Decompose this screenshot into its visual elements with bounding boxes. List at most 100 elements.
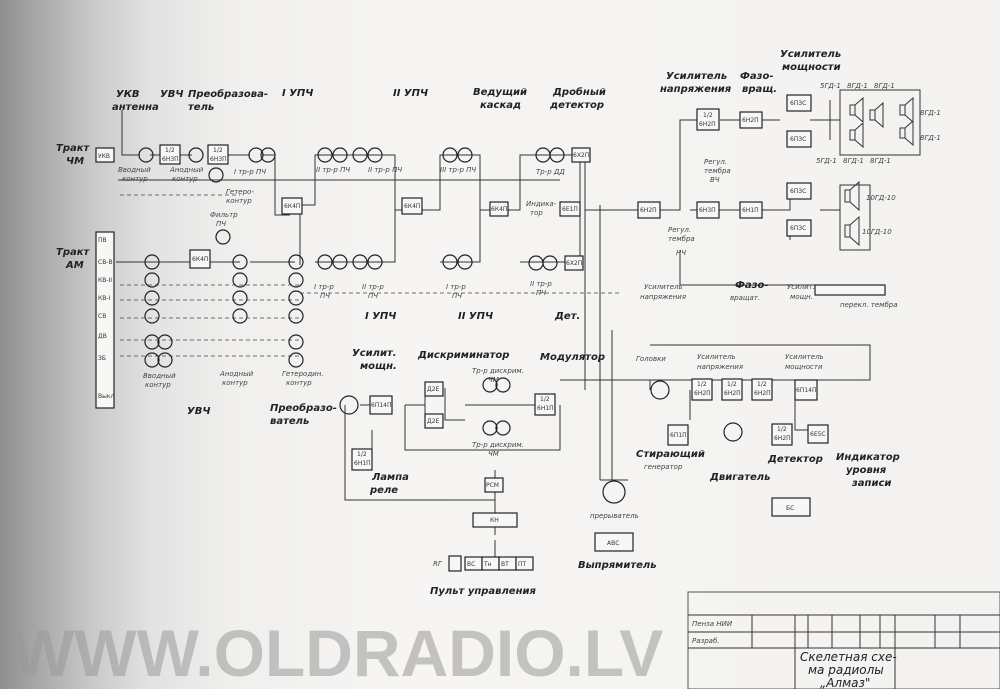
label: 1/2 xyxy=(757,381,767,388)
label: ЧМ xyxy=(488,450,499,458)
band-key-label[interactable]: Выкл xyxy=(98,393,114,400)
band-key-label[interactable]: КВ-I xyxy=(98,295,111,302)
am-if-coil-icon xyxy=(352,254,368,270)
label: 6Н2П xyxy=(694,390,711,397)
label: тембра xyxy=(668,235,695,243)
label: Индика- xyxy=(526,200,557,208)
am-input-coils xyxy=(144,254,173,368)
band-key-label[interactable]: ДВ xyxy=(98,333,107,340)
band-key-label[interactable]: СВ xyxy=(98,313,106,320)
label: контур xyxy=(145,381,171,389)
label: вращ. xyxy=(742,84,777,95)
label: 6П14П xyxy=(371,402,391,409)
label: 6П14П xyxy=(796,387,816,394)
label: 6П1П xyxy=(670,432,687,439)
band-key-label[interactable]: ЗБ xyxy=(98,355,106,362)
label: Усилитель xyxy=(785,353,824,361)
ratio-trans-coil-icon xyxy=(542,255,558,271)
label: УВЧ xyxy=(187,406,210,417)
tube-block xyxy=(771,497,811,517)
ratio-trans-coil-icon xyxy=(528,255,544,271)
label: ВС xyxy=(467,561,475,568)
label: Вводный xyxy=(143,372,176,380)
label: 6Е1П xyxy=(562,206,578,213)
tube-block xyxy=(687,591,1000,689)
label: 1/2 xyxy=(357,451,367,458)
label: Вводный xyxy=(118,166,151,174)
schematic-line xyxy=(344,390,810,565)
schematic-line xyxy=(595,119,840,480)
label: АВС xyxy=(607,540,619,547)
tube-block xyxy=(771,423,793,446)
power-level-control-icon xyxy=(339,395,359,415)
label: ПЧ xyxy=(452,292,462,300)
am-if-coil-icon xyxy=(457,254,473,270)
schematic-line xyxy=(144,272,160,288)
label: контур xyxy=(226,197,252,205)
label: Фазо- xyxy=(735,280,769,291)
label: Преобразова- xyxy=(188,88,268,100)
label: 6Н2П xyxy=(742,117,759,124)
label: 6Н1П xyxy=(354,460,371,467)
tube-block xyxy=(794,379,818,401)
label: Тр-р ДД xyxy=(536,168,565,176)
label: напряжения xyxy=(697,363,743,371)
tone-switch-block[interactable] xyxy=(814,284,886,296)
label: перекл. тембра xyxy=(840,301,898,309)
label: Модулятор xyxy=(540,352,605,363)
tube-block xyxy=(534,393,556,416)
tube-block xyxy=(751,378,773,401)
label: ВТ xyxy=(501,561,509,568)
label: УВЧ xyxy=(160,89,183,100)
am-if-coil-icon xyxy=(442,254,458,270)
schematic-line xyxy=(288,290,304,306)
label: Стирающий xyxy=(636,449,705,460)
tube-block xyxy=(401,197,423,215)
tube-block xyxy=(594,532,634,552)
label: контур xyxy=(286,379,312,387)
label: II тр-р ПЧ xyxy=(368,166,402,174)
tube-block xyxy=(489,201,509,217)
title-block: Пенза НИИ Разраб. Скелетная схе- ма ради… xyxy=(687,591,1000,689)
label: ма радиолы xyxy=(808,663,884,677)
coils xyxy=(138,147,743,504)
tube-block xyxy=(786,182,812,200)
label: Усилит. xyxy=(352,348,397,359)
tube-block xyxy=(424,381,444,397)
tube-block xyxy=(696,108,720,131)
label: АМ xyxy=(65,260,84,271)
label: контур xyxy=(122,175,148,183)
band-key-label[interactable]: СВ-В xyxy=(98,259,113,266)
label: ПЧ xyxy=(320,292,330,300)
band-key-label[interactable]: ПВ xyxy=(98,237,107,244)
band-key-label[interactable]: КВ-II xyxy=(98,277,112,284)
label: ЧМ xyxy=(488,376,499,384)
schematic-line xyxy=(288,308,304,324)
label: 6П3С xyxy=(790,188,806,195)
kn-switch[interactable] xyxy=(472,512,518,528)
label: 8ГД-1 xyxy=(843,157,864,165)
tube-block xyxy=(369,395,393,415)
label: 6Е5С xyxy=(810,431,826,438)
if-trans-coil-icon xyxy=(248,147,264,163)
label: Усилитель xyxy=(644,283,683,291)
schematic-line xyxy=(288,334,304,350)
label: БС xyxy=(786,505,794,512)
label: Гетеро- xyxy=(226,188,254,196)
schematic-line xyxy=(839,89,921,251)
schematic-line xyxy=(157,352,173,368)
label: RГ xyxy=(433,560,443,568)
schematic-line xyxy=(288,352,304,368)
label: 8ГД-1 xyxy=(847,82,868,90)
band-key[interactable] xyxy=(95,147,115,163)
label: генератор xyxy=(644,463,683,471)
label: III тр-р ПЧ xyxy=(440,166,476,174)
motor-icon xyxy=(723,422,743,442)
tube-block xyxy=(786,94,812,112)
label: 6П3С xyxy=(790,136,806,143)
tube-block xyxy=(691,378,713,401)
wiring xyxy=(116,89,921,565)
schematic-line xyxy=(144,334,160,350)
panel-key[interactable] xyxy=(515,556,534,571)
label: мощности xyxy=(785,363,823,371)
